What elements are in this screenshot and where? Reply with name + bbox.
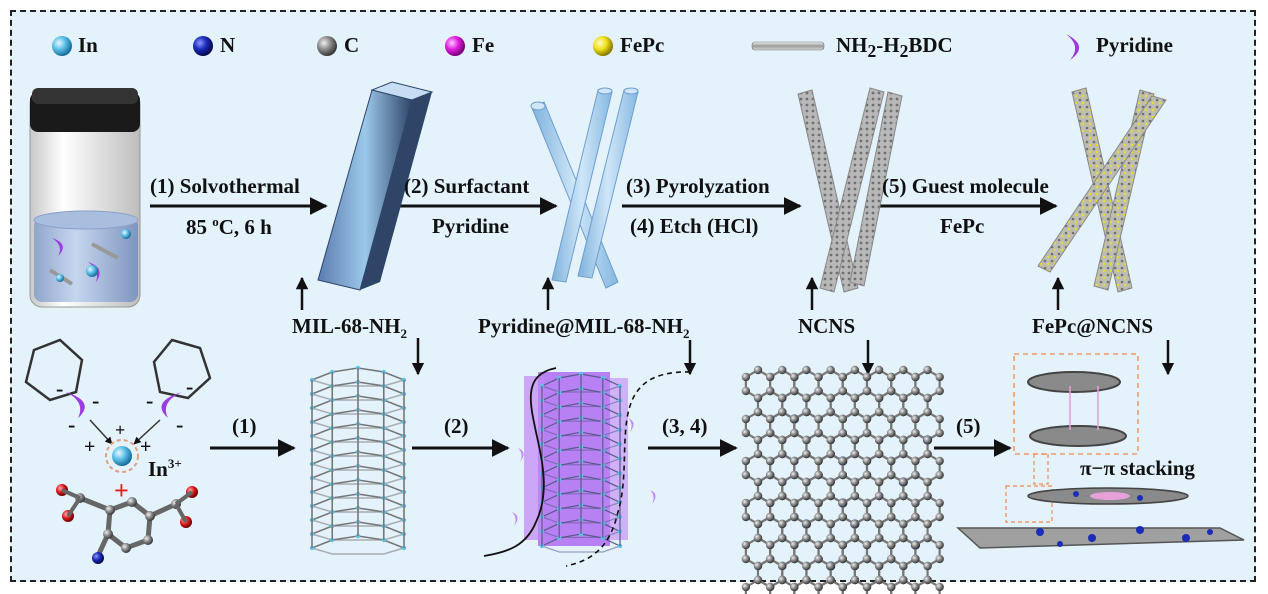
legend-nitrogen-sphere — [193, 36, 213, 56]
indium-ion-label: In3+ — [148, 456, 182, 481]
charge-plus-red: + — [114, 476, 129, 505]
legend — [52, 34, 1080, 60]
charge-plus-left: + — [84, 436, 96, 458]
charge-minus-4: - — [146, 388, 154, 413]
step3-label: (3) Pyrolyzation — [626, 174, 770, 198]
legend-indium-sphere — [52, 36, 72, 56]
pi-pi-stacking-label: π−π stacking — [1080, 456, 1195, 480]
charge-plus-right: + — [140, 436, 152, 458]
step1-conditions: 85 oC, 6 h — [186, 214, 272, 239]
bottom-arrow1-label: (1) — [232, 414, 257, 438]
linker-coordination-scheme — [24, 338, 212, 564]
product-ncns: NCNS — [798, 314, 856, 338]
legend-carbon-sphere — [317, 36, 337, 56]
charge-minus-5: - — [186, 374, 194, 399]
step2-label: (2) Surfactant — [404, 174, 530, 198]
legend-pyridine-crescent — [1066, 34, 1080, 60]
reaction-jar — [29, 88, 141, 308]
mil68-prism — [317, 81, 434, 291]
step5-reagent: FePc — [940, 214, 985, 238]
charge-minus-1: - — [56, 376, 64, 401]
legend-label-c: C — [344, 33, 360, 57]
bottom-arrow34-label: (3, 4) — [662, 414, 708, 438]
ncns-rods — [797, 87, 903, 293]
legend-label-n: N — [220, 33, 236, 57]
product-pyridine-mil68: Pyridine@MIL-68-NH2 — [478, 314, 690, 342]
pyridine-cage — [483, 367, 691, 567]
legend-linker-rod — [751, 41, 825, 51]
step4-label: (4) Etch (HCl) — [630, 214, 759, 238]
mil68-cage — [309, 365, 407, 555]
pyridine-tubes — [530, 87, 639, 289]
legend-label-fe: Fe — [472, 33, 495, 57]
legend-iron-sphere — [445, 36, 465, 56]
product-fepc-ncns: FePc@NCNS — [1032, 314, 1154, 338]
product-mil68: MIL-68-NH2 — [292, 314, 407, 342]
charge-minus-3: - — [68, 412, 76, 437]
ncns-graphene-sheet — [741, 365, 944, 594]
legend-label-pyridine: Pyridine — [1096, 33, 1173, 57]
fepc-ncns-rods — [1037, 87, 1167, 293]
vertical-arrows — [295, 276, 1175, 376]
charge-minus-6: - — [176, 412, 184, 437]
legend-label-linker: NH2-H2BDC — [836, 33, 953, 62]
legend-fepc-sphere — [593, 36, 613, 56]
charge-minus-2: - — [92, 388, 100, 413]
step2-reagent: Pyridine — [432, 214, 509, 238]
legend-label-fepc: FePc — [620, 33, 665, 57]
step5-label: (5) Guest molecule — [882, 174, 1049, 198]
bottom-arrow2-label: (2) — [444, 414, 469, 438]
fepc-stacking-scheme — [956, 353, 1245, 549]
bottom-arrow5-label: (5) — [956, 414, 981, 438]
charge-plus-top: + — [115, 420, 126, 440]
step1-label: (1) Solvothermal — [150, 174, 300, 198]
legend-label-in: In — [78, 33, 98, 57]
